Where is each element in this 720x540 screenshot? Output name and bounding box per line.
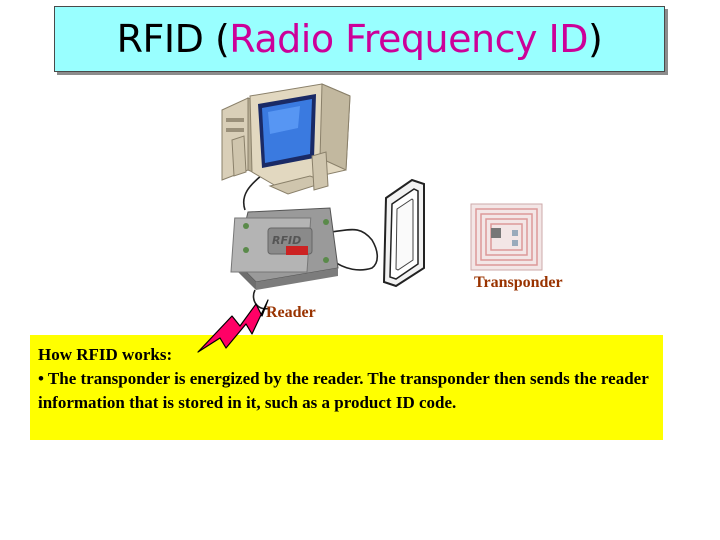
- info-box: How RFID works: • The transponder is ene…: [30, 335, 663, 440]
- title-suffix: ): [588, 17, 603, 61]
- title-prefix: RFID (: [116, 17, 230, 61]
- title-highlight: Radio Frequency ID: [229, 17, 589, 61]
- transponder-label: Transponder: [474, 274, 563, 291]
- info-heading: How RFID works:: [38, 345, 173, 364]
- transponder-tag-icon: [470, 203, 543, 271]
- reader-label: Reader: [266, 304, 316, 321]
- info-body: • The transponder is energized by the re…: [38, 369, 649, 412]
- antenna-icon: [382, 178, 425, 288]
- computer-icon: [221, 83, 351, 195]
- svg-text:RFID: RFID: [272, 234, 301, 247]
- page-title: RFID (Radio Frequency ID): [117, 17, 603, 61]
- rfid-reader-icon: RFID: [230, 207, 339, 290]
- title-box: RFID (Radio Frequency ID): [54, 6, 665, 72]
